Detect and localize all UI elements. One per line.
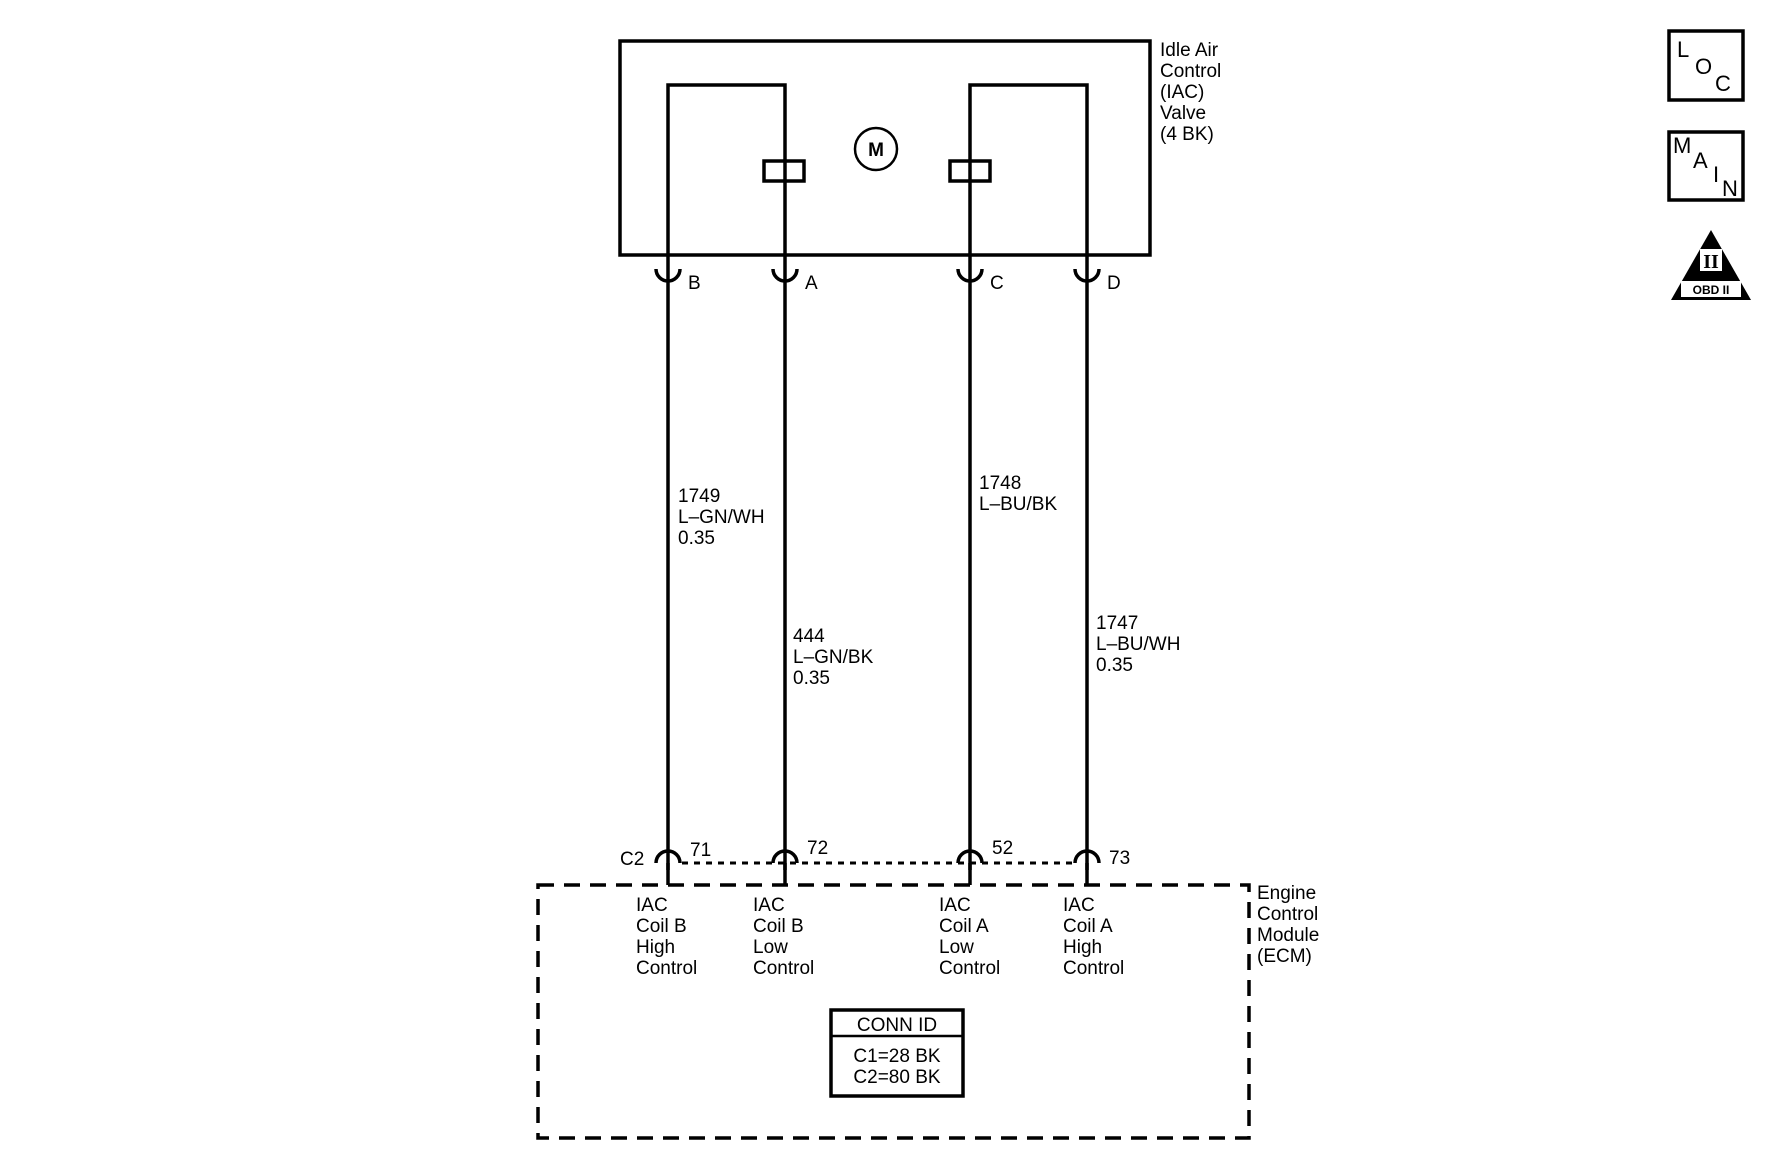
loc-badge-letter-o: O xyxy=(1695,54,1712,79)
loc-badge[interactable]: L O C xyxy=(1667,29,1745,102)
iac-valve: M Idle Air Control (IAC) Valve (4 BK) xyxy=(618,39,1227,257)
connector-id-label: C2 xyxy=(620,849,644,870)
obd-ii-text-band xyxy=(1681,281,1741,297)
obd-ii-numeral-box xyxy=(1700,249,1722,271)
coil-a-element xyxy=(948,159,992,183)
pin-73-label: 73 xyxy=(1109,848,1130,869)
ecm-label: Engine Control Module (ECM) xyxy=(1257,883,1325,967)
wire-1748-label: 1748 L–BU/BK xyxy=(979,473,1057,515)
top-connector: B A C D xyxy=(654,268,1121,294)
obd-ii-badge[interactable]: II OBD II xyxy=(1671,230,1751,300)
pin-71-label: 71 xyxy=(690,840,711,861)
ecm-module: IAC Coil B High Control IAC Coil B Low C… xyxy=(536,883,1325,1140)
pin-71-connector xyxy=(654,849,682,864)
obd-ii-numeral: II xyxy=(1703,251,1719,273)
coil-b-element xyxy=(762,159,806,183)
terminal-c-label: C xyxy=(990,273,1004,294)
terminal-d-label: D xyxy=(1107,273,1121,294)
main-badge-letter-a: A xyxy=(1693,148,1708,173)
main-badge-frame xyxy=(1667,130,1745,202)
pin-72-label: 72 xyxy=(807,838,828,859)
main-badge-letter-i: I xyxy=(1713,162,1719,187)
main-badge-letter-n: N xyxy=(1722,176,1738,201)
conn-id-entry-c2: C2=80 BK xyxy=(853,1067,940,1088)
loc-badge-letter-c: C xyxy=(1715,71,1731,96)
coil-b-winding xyxy=(666,83,787,255)
wire-1749-label: 1749 L–GN/WH 0.35 xyxy=(678,486,770,549)
terminal-b-label: B xyxy=(688,273,701,294)
pin-73-function: IAC Coil A High Control xyxy=(1063,895,1124,979)
wires: 1749 L–GN/WH 0.35 444 L–GN/BK 0.35 1748 … xyxy=(666,255,1186,870)
ecm-connector-c2: C2 71 72 52 73 xyxy=(620,838,1130,885)
motor-symbol xyxy=(853,126,899,172)
pin-72-connector xyxy=(771,849,799,864)
wire-1747-label: 1747 L–BU/WH 0.35 xyxy=(1096,613,1186,676)
pin-73-connector xyxy=(1073,849,1101,864)
main-badge-letter-m: M xyxy=(1673,133,1691,158)
pin-52-connector xyxy=(956,849,984,864)
conn-id-table: CONN ID C1=28 BK C2=80 BK xyxy=(829,1008,965,1098)
loc-badge-letter-l: L xyxy=(1677,37,1689,62)
pin-52-function: IAC Coil A Low Control xyxy=(939,895,1000,979)
loc-badge-frame xyxy=(1667,29,1745,102)
coil-a-winding xyxy=(968,83,1089,255)
iac-valve-label: Idle Air Control (IAC) Valve (4 BK) xyxy=(1160,40,1227,145)
pin-52-label: 52 xyxy=(992,838,1013,859)
conn-id-box xyxy=(829,1008,965,1098)
terminal-a-label: A xyxy=(805,273,818,294)
pin-71-function: IAC Coil B High Control xyxy=(636,895,697,979)
iac-valve-housing xyxy=(618,39,1152,257)
conn-id-entry-c1: C1=28 BK xyxy=(853,1046,940,1067)
obd-ii-text: OBD II xyxy=(1693,283,1730,297)
main-badge[interactable]: M A I N xyxy=(1667,130,1745,202)
pin-72-function: IAC Coil B Low Control xyxy=(753,895,814,979)
ecm-module-outline xyxy=(536,883,1251,1140)
wire-444-label: 444 L–GN/BK 0.35 xyxy=(793,626,879,689)
conn-id-title: CONN ID xyxy=(857,1015,937,1036)
motor-symbol-label: M xyxy=(868,140,884,161)
